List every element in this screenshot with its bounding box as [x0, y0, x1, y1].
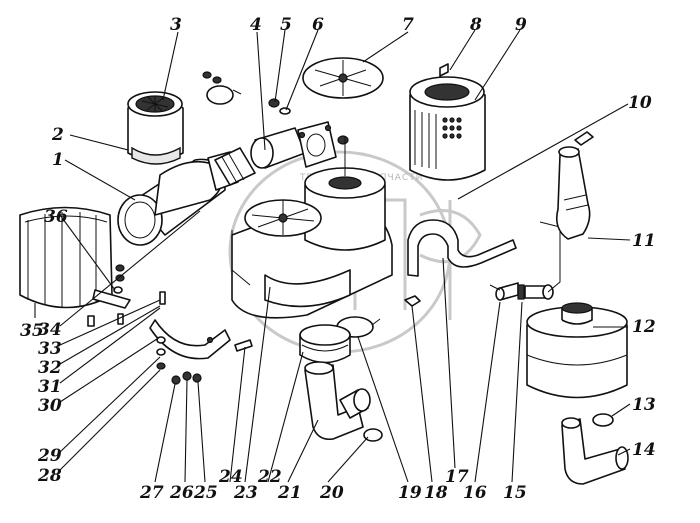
callout-31: 31 — [38, 377, 62, 397]
part-5-6-nut-washer — [268, 98, 291, 115]
callout-28: 28 — [37, 466, 62, 486]
part-9-filter — [409, 76, 486, 181]
callout-7: 7 — [402, 15, 414, 35]
leader-lines — [34, 29, 631, 483]
callout-labels: 1 2 3 4 5 6 7 8 9 10 11 12 13 14 15 16 1… — [20, 15, 656, 503]
callout-17: 17 — [445, 467, 469, 487]
callout-5: 5 — [280, 15, 292, 35]
callout-23: 23 — [233, 483, 258, 503]
part-35-grille — [19, 206, 131, 309]
part-36-nuts — [87, 264, 125, 327]
callout-29: 29 — [37, 446, 62, 466]
small-fasteners — [156, 291, 202, 385]
callout-33: 33 — [38, 339, 62, 359]
part-1-housing — [117, 151, 239, 246]
callout-18: 18 — [424, 483, 448, 503]
part-13-clamp — [592, 413, 614, 427]
part-12-can — [526, 302, 628, 399]
part-14-elbow — [561, 417, 629, 485]
callout-22: 22 — [257, 467, 282, 487]
callout-9: 9 — [515, 15, 527, 35]
callout-2: 2 — [51, 125, 64, 145]
callout-3: 3 — [170, 15, 182, 35]
callout-6: 6 — [312, 15, 324, 35]
callout-12: 12 — [632, 317, 656, 337]
part-23-main-housing — [231, 136, 393, 319]
part-4-elbow — [250, 121, 337, 169]
callout-27: 27 — [139, 483, 164, 503]
part-17-pipe — [407, 219, 517, 277]
callout-4: 4 — [250, 15, 262, 35]
callout-1: 1 — [52, 150, 64, 170]
callout-32: 32 — [38, 358, 62, 378]
hose-sleeve — [214, 147, 256, 186]
callout-26: 26 — [169, 483, 194, 503]
part-7-cover — [302, 57, 384, 99]
clamp-top — [202, 71, 242, 105]
part-22-hose — [299, 324, 351, 364]
callout-8: 8 — [469, 15, 482, 35]
callout-13: 13 — [632, 395, 656, 415]
callout-25: 25 — [193, 483, 218, 503]
callout-20: 20 — [319, 483, 344, 503]
part-20-sleeve — [339, 388, 383, 442]
callout-10: 10 — [628, 93, 652, 113]
filter-holes — [442, 117, 462, 139]
part-15-16-fittings — [489, 221, 561, 301]
part-11-intake — [555, 131, 594, 240]
callout-30: 30 — [38, 396, 62, 416]
callout-15: 15 — [503, 483, 527, 503]
callout-19: 19 — [398, 483, 422, 503]
callout-16: 16 — [463, 483, 487, 503]
part-18-clip — [404, 295, 421, 307]
callout-14: 14 — [632, 440, 656, 460]
part-3-precleaner — [127, 91, 184, 165]
callout-36: 36 — [44, 207, 68, 227]
callout-24: 24 — [218, 467, 243, 487]
callout-35: 35 — [20, 321, 44, 341]
callout-11: 11 — [632, 231, 656, 251]
part-24-bolt — [234, 339, 253, 352]
callout-21: 21 — [277, 483, 302, 503]
callout-34: 34 — [38, 320, 62, 340]
